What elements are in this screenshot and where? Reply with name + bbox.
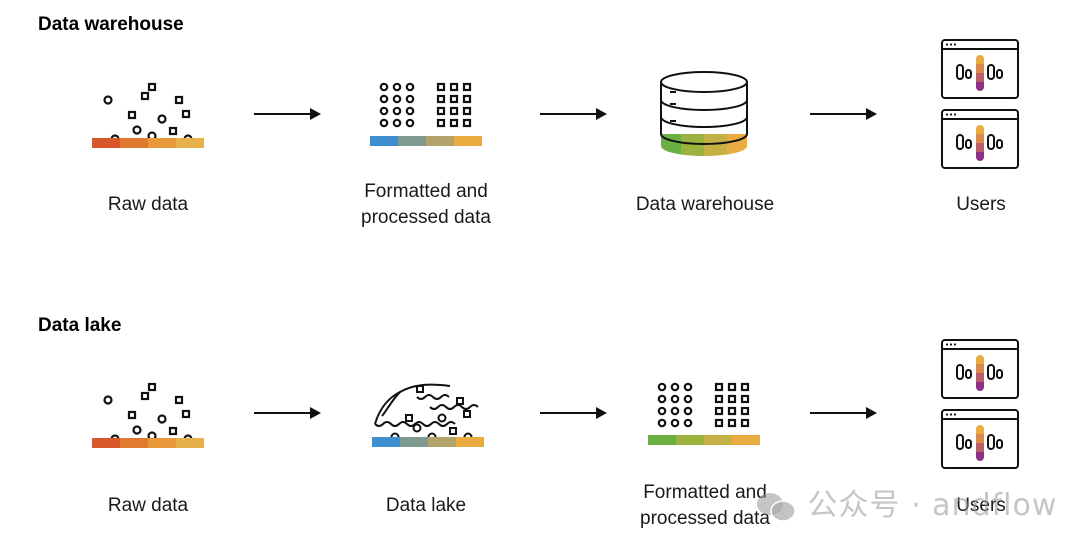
dashboard-window-icon — [941, 339, 1019, 399]
step-label-data-warehouse: Data warehouse — [635, 194, 775, 215]
watermark: 公众号 · andflow — [755, 480, 1057, 524]
dashboard-window-icon — [941, 39, 1019, 99]
database-icon — [660, 71, 748, 156]
data-lake-icon — [372, 383, 484, 447]
step-label-formatted-data: Formatted and processed data — [605, 480, 805, 532]
step-label-data-lake: Data lake — [385, 495, 467, 516]
arrow-right-icon — [540, 108, 607, 120]
step-label-users: Users — [956, 495, 1006, 516]
arrow-right-icon — [254, 407, 321, 419]
step-label-raw-data: Raw data — [107, 194, 189, 215]
raw-data-icon — [92, 82, 204, 148]
dashboard-window-icon — [941, 109, 1019, 169]
section-heading-data-lake: Data lake — [38, 315, 122, 336]
step-label-raw-data: Raw data — [107, 495, 189, 516]
section-heading-data-warehouse: Data warehouse — [38, 14, 184, 35]
dashboard-window-icon — [941, 409, 1019, 469]
raw-data-icon — [92, 382, 204, 448]
step-label-formatted-data: Formatted and processed data — [326, 179, 526, 231]
wechat-icon — [757, 492, 796, 522]
arrow-right-icon — [810, 407, 877, 419]
label-line-1: Formatted and — [643, 482, 767, 503]
step-label-users: Users — [956, 194, 1006, 215]
watermark-text: 公众号 · andflow — [807, 488, 1058, 523]
label-line-1: Formatted and — [364, 181, 488, 202]
formatted-data-icon — [370, 82, 482, 146]
formatted-data-icon — [648, 382, 760, 445]
label-line-2: processed data — [640, 508, 770, 529]
arrow-right-icon — [810, 108, 877, 120]
label-line-2: processed data — [361, 207, 491, 228]
arrow-right-icon — [254, 108, 321, 120]
arrow-right-icon — [540, 407, 607, 419]
